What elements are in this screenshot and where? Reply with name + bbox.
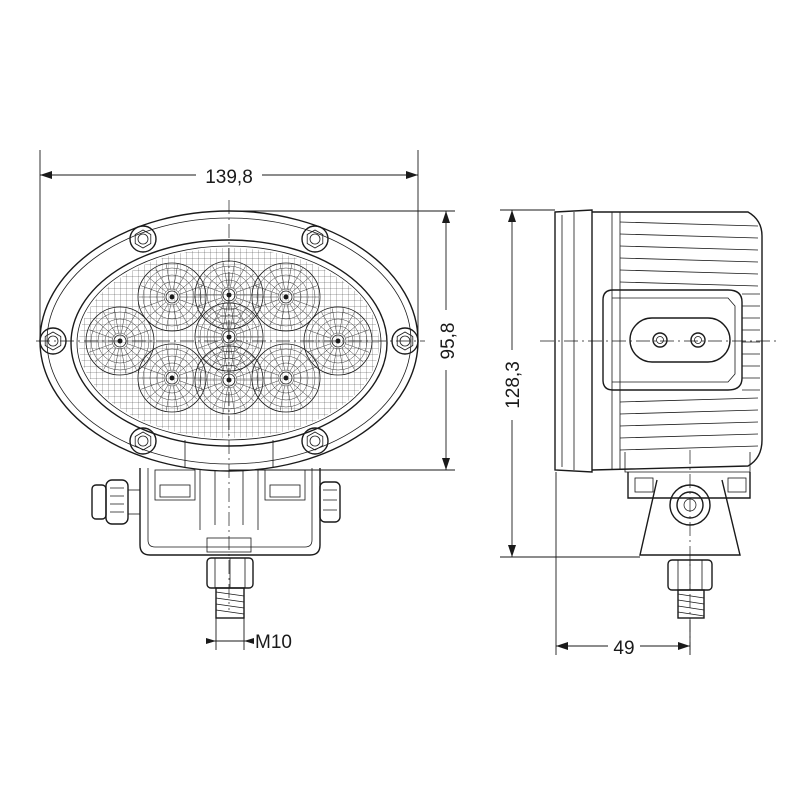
screw-icon (301, 225, 329, 253)
height-side-label: 128,3 (503, 361, 524, 409)
dimension-depth: 49 (555, 472, 691, 659)
dimension-height-front: 95,8 (229, 210, 459, 471)
screw-icon (129, 427, 157, 455)
heatsink-fins (619, 221, 760, 451)
mounting-bracket (139, 440, 321, 556)
side-knob-left (91, 479, 141, 525)
led-cup (137, 343, 207, 413)
led-cup (194, 302, 264, 372)
dimension-height-side: 128,3 (500, 209, 640, 558)
dimension-thread: M10 (206, 615, 292, 653)
dimension-width: 139,8 (39, 150, 419, 335)
led-cup (251, 343, 321, 413)
mounting-bolt (206, 537, 254, 619)
led-cup (137, 262, 207, 332)
height-front-label: 95,8 (438, 323, 459, 360)
side-view (540, 209, 780, 650)
led-cup (251, 262, 321, 332)
connector-pin-1 (652, 332, 668, 348)
front-view (36, 200, 425, 619)
screw-icon (129, 225, 157, 253)
screw-icon (301, 427, 329, 455)
connector-pin-2 (690, 332, 706, 348)
side-knob-right (319, 481, 341, 523)
width-label: 139,8 (205, 167, 253, 188)
thread-label: M10 (255, 632, 292, 653)
depth-label: 49 (613, 638, 634, 659)
